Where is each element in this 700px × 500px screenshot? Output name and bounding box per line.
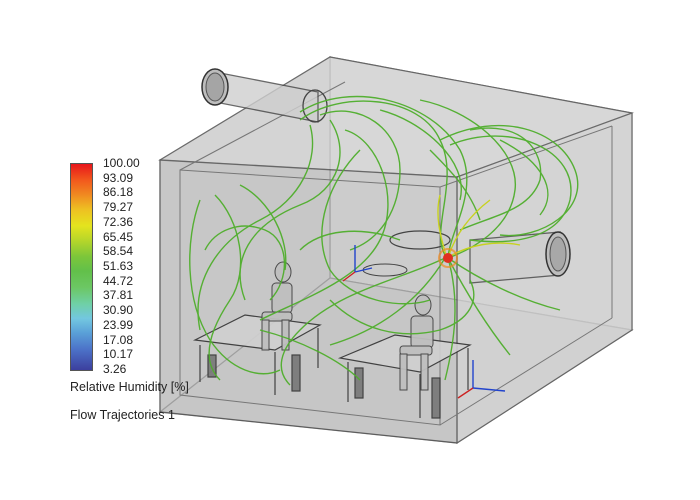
ceiling-diffuser: [389, 230, 451, 250]
legend-tick-label: 3.26: [103, 362, 127, 376]
legend-tick-label: 23.99: [103, 317, 134, 332]
legend-tick-label: 100.00: [103, 156, 140, 170]
trajectories-caption: Flow Trajectories 1: [70, 408, 175, 422]
legend-tick-label: 37.81: [103, 288, 134, 303]
legend-title: Relative Humidity [%]: [70, 380, 189, 394]
legend-tick-label: 58.54: [103, 244, 134, 259]
legend-tick-label: 72.36: [103, 214, 134, 229]
flow-trajectories: [189, 95, 579, 386]
coordinate-triad-center: [342, 245, 373, 282]
coordinate-triad-floor: [457, 360, 506, 399]
legend-tick-label: 10.17: [103, 347, 134, 362]
humidity-color-scale: [70, 163, 93, 371]
legend-tick-label: 17.08: [103, 332, 134, 347]
legend-tick-label: 79.27: [103, 200, 134, 215]
occupant-left: [261, 261, 293, 351]
legend-tick-label: 86.18: [103, 185, 134, 200]
legend-tick-label: 93.09: [103, 170, 134, 185]
legend-tick-label: 51.63: [103, 259, 134, 273]
inlet-duct: [201, 68, 328, 123]
legend-tick-label: 30.90: [103, 303, 134, 318]
room-front-wall: [159, 159, 458, 444]
legend-tick-label: 44.72: [103, 273, 134, 288]
outlet-duct: [469, 231, 571, 284]
inlet-hot-spot: [438, 248, 458, 268]
legend-tick-label: 65.45: [103, 229, 134, 244]
occupant-right: [399, 294, 434, 391]
